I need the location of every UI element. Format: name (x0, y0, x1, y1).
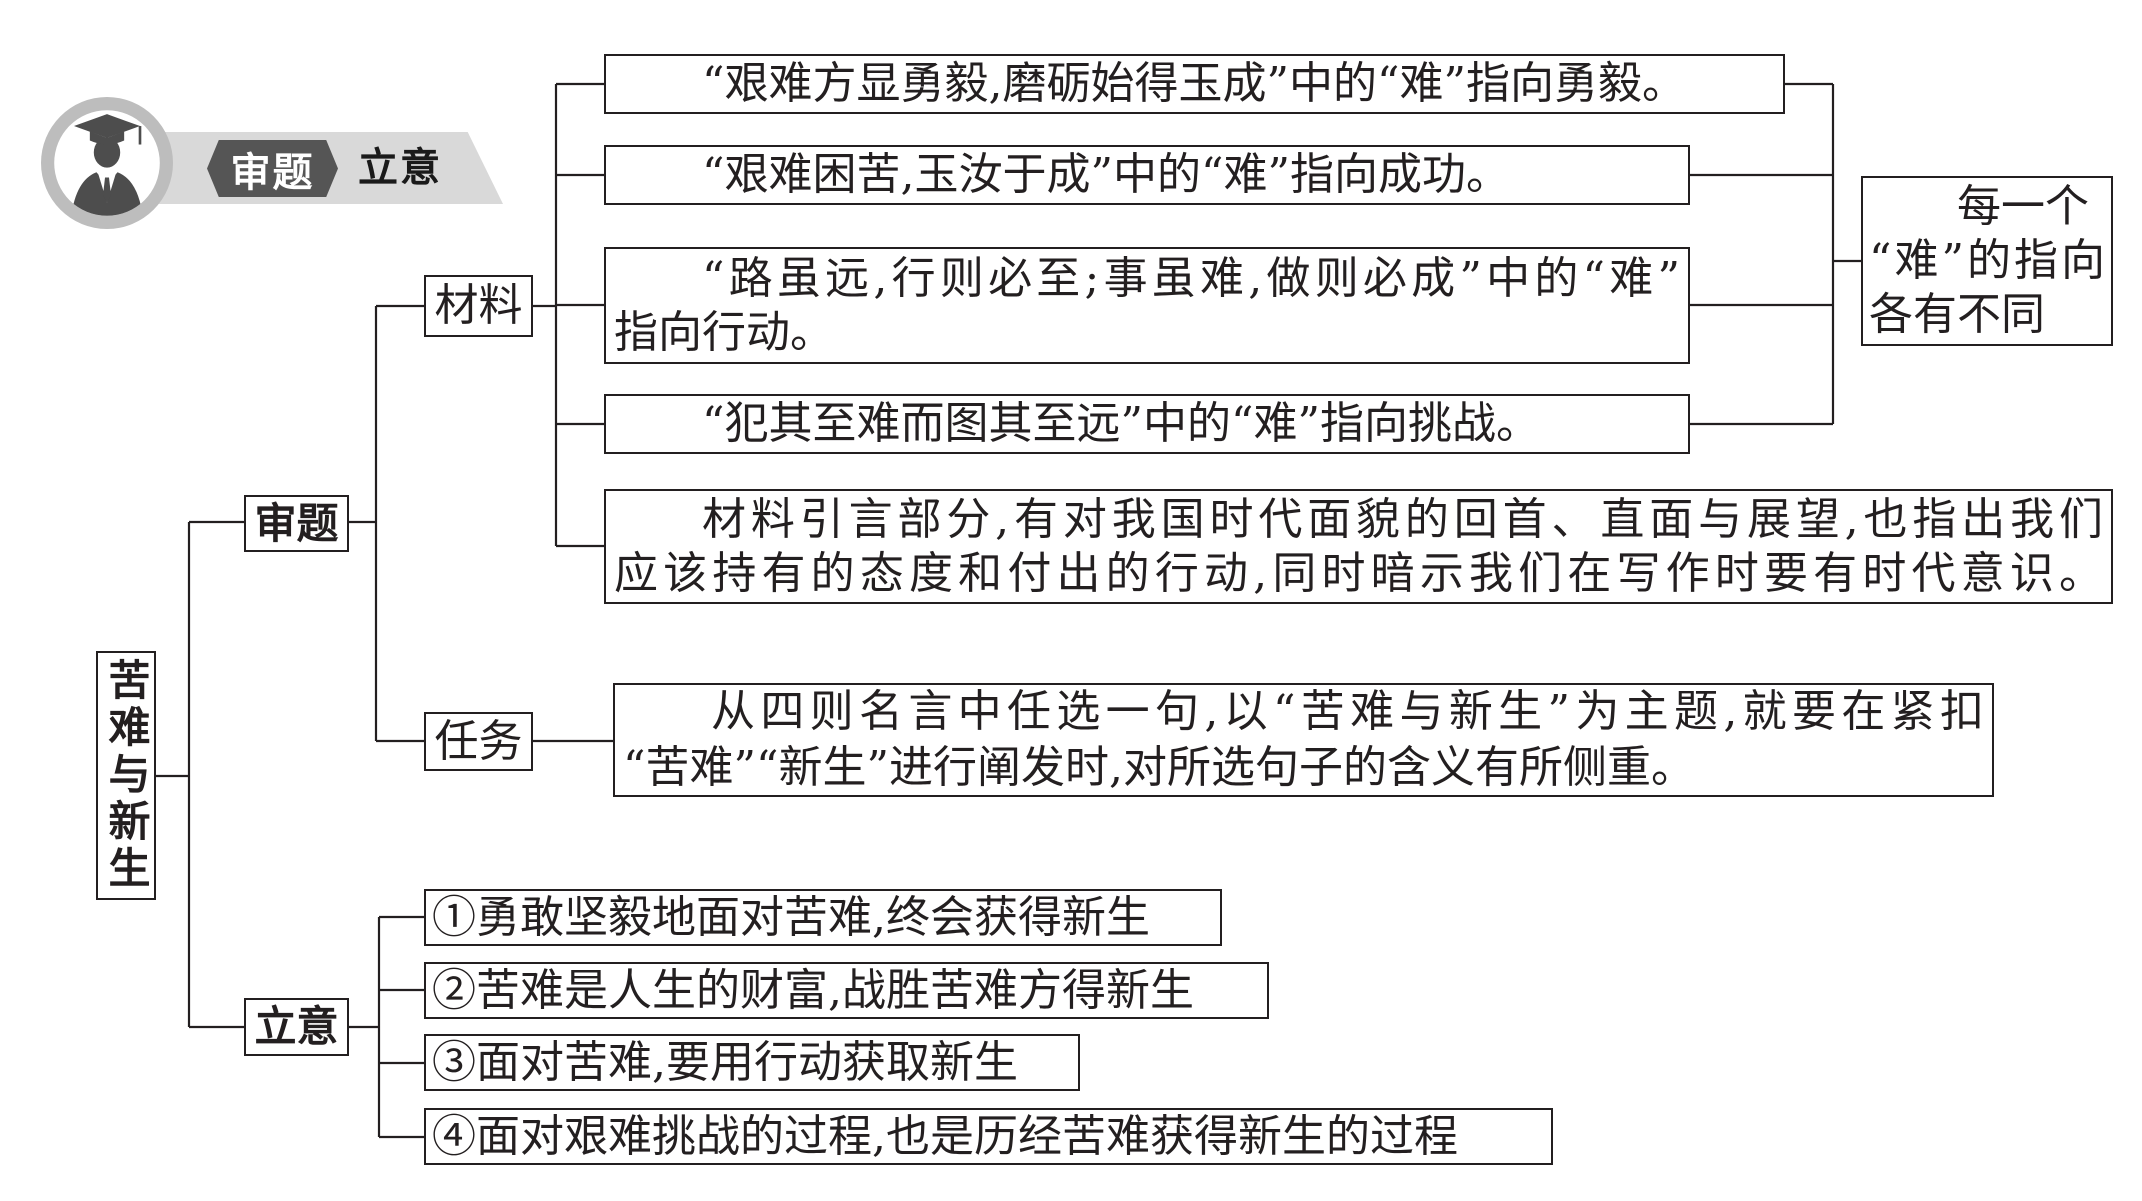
connector-root (156, 520, 244, 1029)
material-node: 材料 (424, 275, 533, 337)
material-item-2: “艰难困苦,玉汝于成”中的“难”指向成功。 (604, 145, 1690, 205)
material-item-5-line-1: 材料引言部分,有对我国时代面貌的回首、直面与展望,也指出我们 (702, 493, 2103, 545)
theme-item-3-text: ③面对苦难,要用行动获取新生 (432, 1036, 1018, 1088)
header-badge: 审题 (207, 140, 338, 197)
material-item-4: “犯其至难而图其至远”中的“难”指向挑战。 (604, 394, 1690, 454)
material-item-3-line-2: 指向行动。 (614, 306, 834, 358)
theme-item-4: ④面对艰难挑战的过程,也是历经苦难获得新生的过程 (424, 1108, 1553, 1165)
material-item-1-line-1: “艰难方显勇毅,磨砺始得玉成”中的“难”指向勇毅。 (702, 58, 1686, 109)
material-summary-line-3: 各有不同 (1869, 289, 2045, 340)
theme-label: 立意 (254, 1002, 339, 1051)
material-summary-line-2: “难”的指向 (1869, 235, 2105, 286)
header-badge-label: 审题 (230, 149, 315, 196)
theme-item-1: ①勇敢坚毅地面对苦难,终会获得新生 (424, 889, 1222, 946)
root-node: 苦难与新生 (96, 651, 156, 900)
review-label: 审题 (254, 498, 339, 548)
graduate-student-icon (41, 97, 173, 229)
material-item-5-line-2: 应该持有的态度和付出的行动,同时暗示我们在写作时要有时代意识。 (614, 547, 2103, 599)
material-item-5: 材料引言部分,有对我国时代面貌的回首、直面与展望,也指出我们 应该持有的态度和付… (604, 489, 2113, 604)
material-item-2-line-1: “艰难困苦,玉汝于成”中的“难”指向成功。 (702, 149, 1510, 200)
connector-summary (1690, 82, 1861, 426)
root-label: 苦难与新生 (102, 658, 151, 893)
task-detail-line-1: 从四则名言中任选一句,以“苦难与新生”为主题,就要在紧扣 (711, 686, 1984, 737)
connector-material (533, 82, 604, 548)
task-detail: 从四则名言中任选一句,以“苦难与新生”为主题,就要在紧扣 “苦难”“新生”进行阐… (613, 683, 1994, 797)
theme-item-4-text: ④面对艰难挑战的过程,也是历经苦难获得新生的过程 (432, 1110, 1458, 1162)
material-summary-line-1: 每一个 (1957, 181, 2089, 232)
header-title: 立意 (358, 145, 442, 191)
material-item-3: “路虽远,行则必至;事虽难,做则必成”中的“难” 指向行动。 (604, 247, 1690, 364)
task-node: 任务 (424, 712, 533, 771)
theme-node: 立意 (244, 998, 349, 1056)
material-item-4-line-1: “犯其至难而图其至远”中的“难”指向挑战。 (702, 398, 1540, 449)
icon-tie (103, 177, 111, 203)
icon-head (93, 137, 121, 168)
connector-review (349, 304, 424, 743)
review-node: 审题 (244, 495, 349, 552)
material-label: 材料 (434, 280, 523, 331)
icon-cap-top (74, 114, 140, 138)
connector-theme (349, 915, 424, 1139)
theme-item-2: ②苦难是人生的财富,战胜苦难方得新生 (424, 962, 1269, 1019)
task-detail-line-2: “苦难”“新生”进行阐发时,对所选句子的含义有所侧重。 (623, 742, 1695, 793)
task-label: 任务 (434, 715, 523, 767)
material-summary: 每一个 “难”的指向 各有不同 (1861, 176, 2113, 346)
theme-item-2-text: ②苦难是人生的财富,战胜苦难方得新生 (432, 964, 1194, 1016)
theme-item-1-text: ①勇敢坚毅地面对苦难,终会获得新生 (432, 891, 1150, 943)
material-item-1: “艰难方显勇毅,磨砺始得玉成”中的“难”指向勇毅。 (604, 54, 1785, 114)
material-item-3-line-1: “路虽远,行则必至;事虽难,做则必成”中的“难” (702, 252, 1680, 304)
theme-item-3: ③面对苦难,要用行动获取新生 (424, 1034, 1080, 1091)
